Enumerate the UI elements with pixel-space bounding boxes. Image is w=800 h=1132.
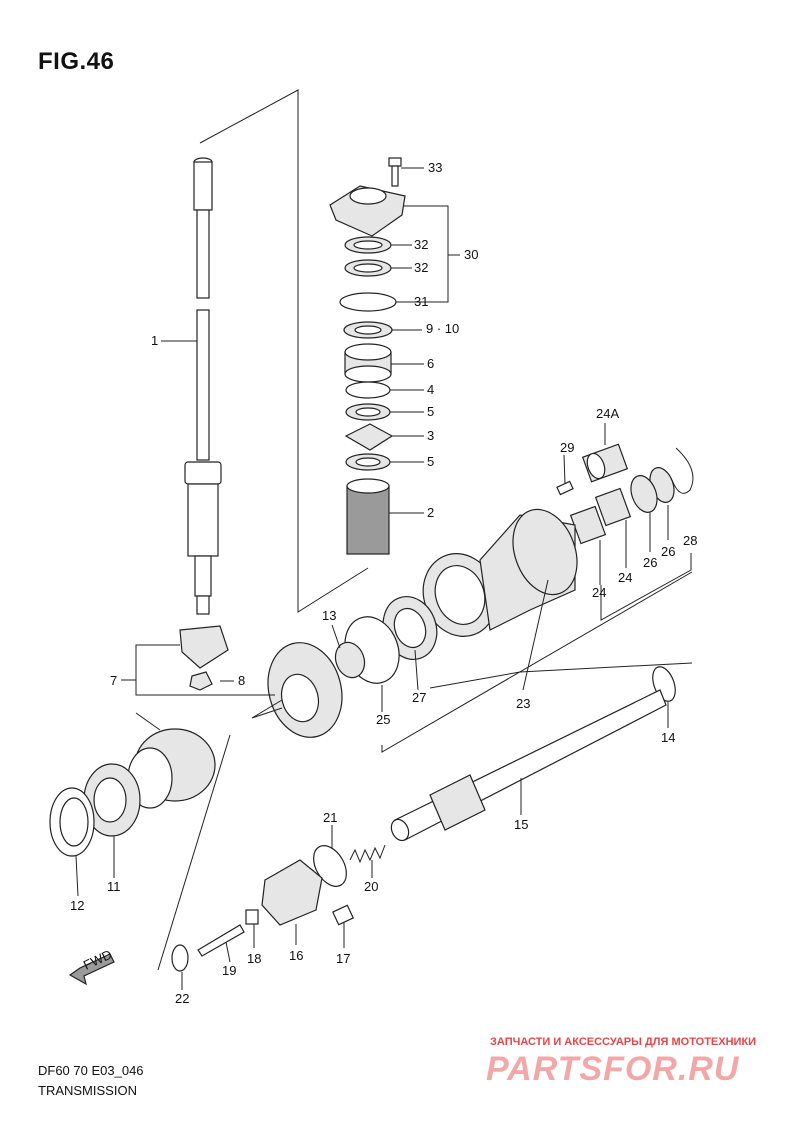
- callout-32b: 32: [414, 260, 428, 275]
- callout-8: 8: [238, 673, 245, 688]
- part-1-drive-shaft[interactable]: [184, 157, 222, 615]
- part-21-spring-clip[interactable]: [307, 840, 353, 892]
- model-code: DF60 70 E03_046: [38, 1063, 144, 1078]
- callout-5b: 5: [427, 454, 434, 469]
- part-29-bolt[interactable]: [556, 480, 574, 496]
- part-32-oil-seal-upper[interactable]: [344, 236, 392, 254]
- part-13-shim[interactable]: [331, 638, 370, 681]
- leader-lines-lower: [75, 423, 693, 990]
- callout-29: 29: [560, 440, 574, 455]
- part-2-sleeve[interactable]: [346, 478, 390, 555]
- callout-27: 27: [412, 690, 426, 705]
- callout-21: 21: [323, 810, 337, 825]
- callout-24a: 24A: [596, 406, 619, 421]
- part-8-nut[interactable]: [189, 671, 213, 691]
- part-12-shim[interactable]: [49, 787, 95, 857]
- callout-25: 25: [376, 712, 390, 727]
- callout-28: 28: [683, 533, 697, 548]
- callout-17: 17: [336, 951, 350, 966]
- callout-22: 22: [175, 991, 189, 1006]
- leader-lines-right-column: [161, 167, 460, 514]
- part-7-pinion-gear[interactable]: [179, 625, 229, 669]
- part-20-spring[interactable]: [349, 844, 386, 864]
- part-19-push-rod[interactable]: [197, 924, 245, 957]
- part-16-clutch[interactable]: [261, 859, 323, 926]
- callout-5a: 5: [427, 404, 434, 419]
- part-17-pin[interactable]: [331, 904, 355, 926]
- callout-16: 16: [289, 948, 303, 963]
- part-32-oil-seal-lower[interactable]: [344, 259, 392, 277]
- figure-title: FIG.46: [38, 48, 115, 75]
- callout-20: 20: [364, 879, 378, 894]
- callout-26b: 26: [643, 555, 657, 570]
- callout-18: 18: [247, 951, 261, 966]
- callout-15: 15: [514, 817, 528, 832]
- callout-23: 23: [516, 696, 530, 711]
- callout-6: 6: [427, 356, 434, 371]
- watermark-logo: PARTSFOR.RU: [486, 1050, 740, 1088]
- callout-11: 11: [107, 879, 121, 894]
- part-3-thrust-washer[interactable]: [344, 423, 394, 451]
- callout-24-a: 24: [618, 570, 632, 585]
- callout-26a: 26: [661, 544, 675, 559]
- part-28-circlip[interactable]: [671, 447, 694, 494]
- part-6-bearing[interactable]: [344, 343, 392, 383]
- callout-19: 19: [222, 963, 236, 978]
- callout-32a: 32: [414, 237, 428, 252]
- part-24a-needle-bearing[interactable]: [581, 443, 629, 483]
- part-9-10-shim[interactable]: [343, 321, 393, 339]
- callout-33: 33: [428, 160, 442, 175]
- part-23-shaft-housing[interactable]: [412, 500, 588, 646]
- frame-line: [199, 89, 369, 613]
- part-22-shim[interactable]: [171, 944, 189, 972]
- part-5-washer-upper[interactable]: [345, 403, 391, 421]
- callout-2: 2: [427, 505, 434, 520]
- part-7-reverse-gear[interactable]: [127, 728, 216, 809]
- part-33-bolt[interactable]: [388, 157, 402, 187]
- watermark-tagline: ЗАПЧАСТИ И АКСЕССУАРЫ ДЛЯ МОТОТЕХНИКИ: [490, 1036, 757, 1048]
- part-11-bearing[interactable]: [83, 763, 141, 837]
- part-26-seal-b[interactable]: [626, 472, 662, 516]
- callout-14: 14: [661, 730, 675, 745]
- callout-24-b: 24: [592, 585, 606, 600]
- part-18-push-rod-end[interactable]: [245, 909, 259, 925]
- callout-3: 3: [427, 428, 434, 443]
- callout-13: 13: [322, 608, 336, 623]
- part-30-seal-housing[interactable]: [329, 185, 406, 237]
- part-4-washer[interactable]: [345, 381, 391, 399]
- diagram-caption: TRANSMISSION: [38, 1083, 137, 1098]
- callout-7: 7: [110, 673, 117, 688]
- callout-1: 1: [151, 333, 158, 348]
- part-7-forward-gear[interactable]: [258, 634, 352, 745]
- callout-9-10: 9 · 10: [426, 321, 459, 336]
- part-24-bearing-b[interactable]: [569, 505, 607, 545]
- part-31-o-ring[interactable]: [339, 292, 397, 312]
- callout-12: 12: [70, 898, 84, 913]
- callout-4: 4: [427, 382, 434, 397]
- callout-31: 31: [414, 294, 428, 309]
- part-5-washer-lower[interactable]: [345, 453, 391, 471]
- part-24-bearing-a[interactable]: [594, 487, 632, 527]
- fwd-arrow-icon: FWD: [68, 947, 115, 986]
- part-15-propeller-shaft[interactable]: [388, 689, 667, 843]
- callout-30: 30: [464, 247, 478, 262]
